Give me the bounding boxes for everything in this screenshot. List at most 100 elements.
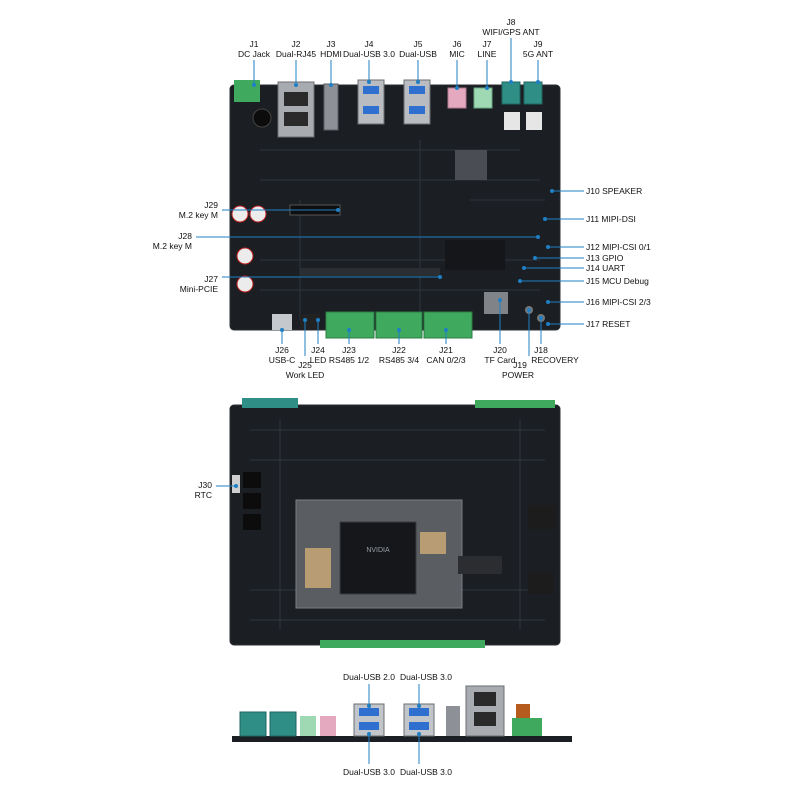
side-usb-tongue-a1	[359, 708, 379, 716]
hdmi-port	[323, 83, 339, 131]
label-j1-name: DC Jack	[238, 49, 271, 59]
leader-dot-side-top-a	[367, 704, 371, 708]
label-j6-id: J6	[453, 39, 462, 49]
bottom-view-labels: J30 RTC	[195, 480, 238, 500]
side-view	[232, 685, 572, 742]
inductor-c	[243, 514, 261, 530]
leader-dot-j23	[347, 328, 351, 332]
usb-tongue-j5a	[409, 86, 425, 94]
leader-dot-j9	[536, 80, 540, 84]
leader-dot-j12	[546, 245, 550, 249]
label-j24-name: LED	[310, 355, 327, 365]
label-j12: J12 MIPI-CSI 0/1	[586, 242, 651, 252]
label-j30-id: J30	[198, 480, 212, 490]
mic-jack	[447, 87, 467, 109]
leader-dot-j30	[234, 484, 238, 488]
label-j20-id: J20	[493, 345, 507, 355]
label-j7-name: LINE	[478, 49, 497, 59]
wifi-gps-antenna-a	[501, 81, 521, 105]
label-j14: J14 UART	[586, 263, 625, 273]
usb-stack-j5	[403, 79, 431, 125]
side-mic-jack	[320, 716, 336, 736]
terminal-can	[423, 311, 473, 339]
ram-chip-a	[305, 548, 331, 588]
leader-dot-j8	[509, 80, 513, 84]
label-j17: J17 RESET	[586, 319, 630, 329]
left-connector-labels: J29 M.2 key M J28 M.2 key M J27 Mini-PCI…	[153, 200, 540, 294]
bottom-terminal-edge	[475, 400, 555, 408]
dc-jack-terminal	[234, 80, 260, 102]
leader-dot-j24	[316, 318, 320, 322]
side-usb-tongue-b1	[409, 708, 429, 716]
bottom-terminal-strip	[320, 640, 485, 648]
label-j1-id: J1	[250, 39, 259, 49]
top-chip-b	[445, 240, 505, 270]
label-side-top-a: Dual-USB 2.0	[343, 672, 395, 682]
side-rj45-opening-b	[474, 712, 496, 726]
leader-dot-j25	[303, 318, 307, 322]
wifi-gps-antenna-b	[523, 81, 543, 105]
label-j2-name: Dual-RJ45	[276, 49, 316, 59]
label-j27-name: Mini-PCIE	[180, 284, 219, 294]
leader-dot-j1	[252, 83, 256, 87]
leader-dot-j27	[438, 275, 442, 279]
mosfet-row	[458, 556, 502, 574]
label-j25-name: Work LED	[286, 370, 325, 380]
antenna-connector-a	[504, 112, 520, 130]
bottom-ic-b	[528, 572, 554, 594]
label-j29-id: J29	[204, 200, 218, 210]
label-j19-name: POWER	[502, 370, 534, 380]
soc-chip	[339, 521, 417, 595]
side-antenna-a	[239, 711, 267, 737]
usb-c-port	[272, 314, 292, 330]
side-line-jack	[300, 716, 316, 736]
label-j24-id: J24	[311, 345, 325, 355]
label-j8-id: J8	[507, 17, 516, 27]
label-j6-name: MIC	[449, 49, 465, 59]
ram-chip-b	[420, 532, 446, 554]
label-j23-id: J23	[342, 345, 356, 355]
label-j30-name: RTC	[195, 490, 212, 500]
leader-dot-j14	[522, 266, 526, 270]
side-usb-tongue-b2	[409, 722, 429, 730]
label-j2-id: J2	[292, 39, 301, 49]
leader-dot-j6	[455, 86, 459, 90]
label-j13: J13 GPIO	[586, 253, 624, 263]
cap-b	[249, 205, 267, 223]
side-antenna-b	[269, 711, 297, 737]
leader-dot-j15	[518, 279, 522, 283]
leader-dot-side-bottom-a	[367, 732, 371, 736]
inductor-b	[243, 493, 261, 509]
label-side-bottom-b: Dual-USB 3.0	[400, 767, 452, 777]
label-side-top-b: Dual-USB 3.0	[400, 672, 452, 682]
label-j18-id: J18	[534, 345, 548, 355]
leader-dot-j17	[546, 322, 550, 326]
usb-tongue-j5b	[409, 106, 425, 114]
label-j26-id: J26	[275, 345, 289, 355]
leader-dot-j22	[397, 328, 401, 332]
leader-dot-j16	[546, 300, 550, 304]
led-header	[300, 314, 320, 330]
label-j4-name: Dual-USB 3.0	[343, 49, 395, 59]
label-j18-name: RECOVERY	[531, 355, 579, 365]
label-j22-name: RS485 3/4	[379, 355, 419, 365]
label-j27-id: J27	[204, 274, 218, 284]
top-connector-labels: J1 DC Jack J2 Dual-RJ45 J3 HDMI J4 Dual-…	[238, 17, 553, 90]
label-j22-id: J22	[392, 345, 406, 355]
label-j16: J16 MIPI-CSI 2/3	[586, 297, 651, 307]
line-jack	[473, 87, 493, 109]
dc-jack-barrel	[252, 108, 272, 128]
label-j28-id: J28	[178, 231, 192, 241]
side-view-labels: Dual-USB 2.0 Dual-USB 3.0 Dual-USB 3.0 D…	[343, 672, 452, 777]
bottom-view: NVIDIA	[229, 398, 561, 648]
usb30-tongue-j4b	[363, 106, 379, 114]
leader-dot-side-top-b	[417, 704, 421, 708]
label-j26-name: USB-C	[269, 355, 295, 365]
top-traces	[260, 140, 545, 320]
antenna-connector-b	[526, 112, 542, 130]
leader-dot-j29	[336, 208, 340, 212]
label-j3-id: J3	[327, 39, 336, 49]
side-dc-terminal	[512, 718, 542, 736]
soc-marking: NVIDIA	[366, 547, 390, 554]
